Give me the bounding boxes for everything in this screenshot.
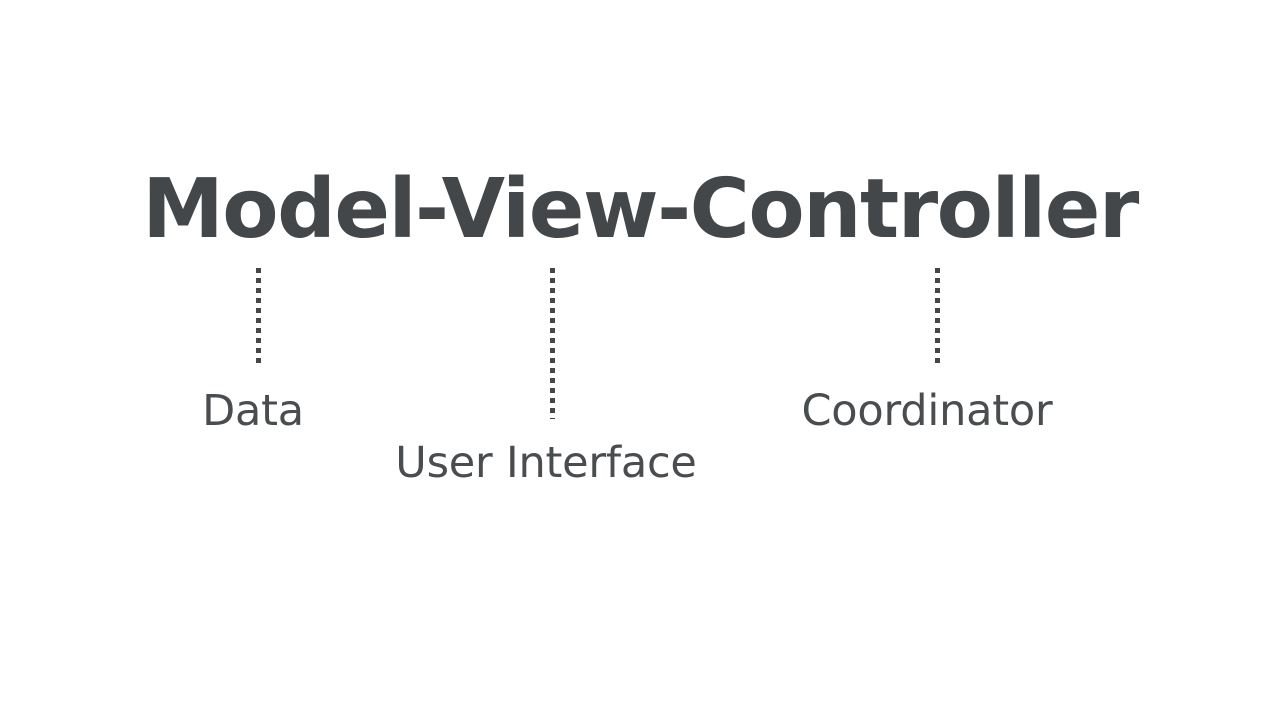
connector-model-dotted-line (256, 268, 261, 366)
leaf-label-data: Data (202, 386, 304, 436)
leaf-label-user-interface: User Interface (395, 438, 697, 488)
leaf-label-coordinator: Coordinator (801, 386, 1053, 436)
connector-controller-dotted-line (935, 268, 940, 366)
page-title: Model-View-Controller (142, 162, 1139, 257)
connector-view-dotted-line (550, 268, 555, 419)
